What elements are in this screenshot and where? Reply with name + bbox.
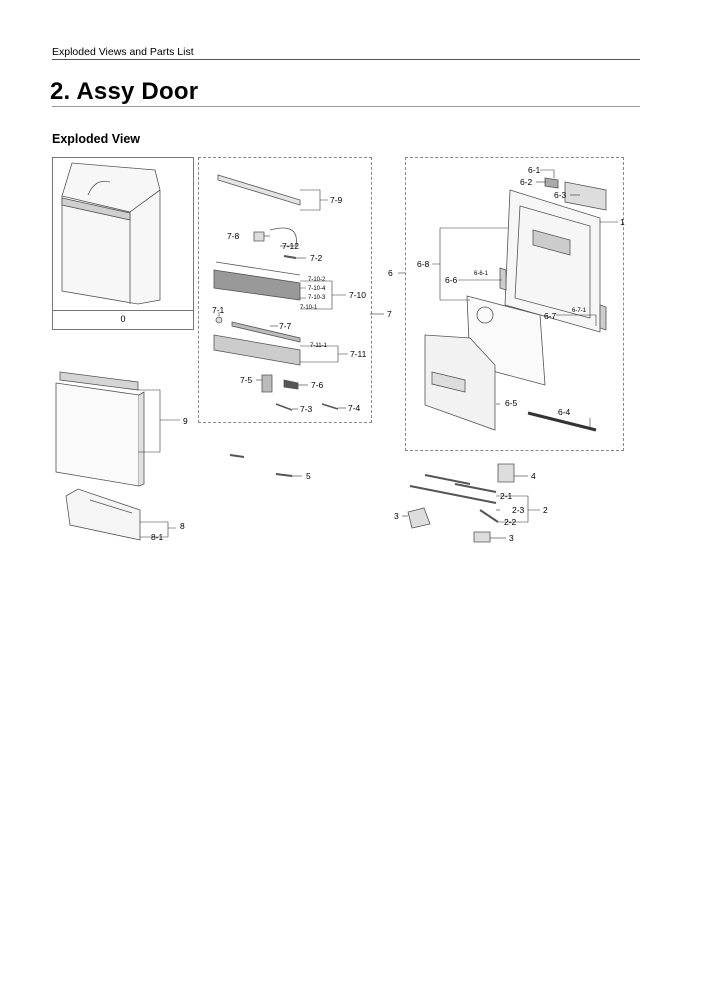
callout-9: 9 [183,416,188,426]
page-title: 2. Assy Door [50,78,199,105]
callout-7-5: 7-5 [240,375,253,385]
callout-7-8: 7-8 [227,231,240,241]
callout-7-10-3: 7-10-3 [308,295,326,301]
callout-7-10: 7-10 [349,290,367,300]
callout-7-9: 7-9 [330,195,343,205]
callout-7-12: 7-12 [282,241,300,251]
lower-panel-part-8 [65,488,141,541]
callout-6-4: 6-4 [558,407,571,417]
callout-7-10-1: 7-10-1 [300,305,318,311]
callout-6-7: 6-7 [544,311,557,321]
door-panel-part-9 [55,371,145,487]
group-7-frame [198,157,372,423]
callout-6-6: 6-6 [445,275,458,285]
header-rule [52,59,640,60]
callout-7-4: 7-4 [348,403,361,413]
callout-6-2: 6-2 [520,177,533,187]
section-subtitle: Exploded View [52,132,140,146]
callout-7-1: 7-1 [212,305,225,315]
section-header: Exploded Views and Parts List [52,46,194,58]
rail-parts-2-3-4 [407,463,515,543]
group-7-parts [213,174,339,411]
callout-7: 7 [387,309,392,319]
callout-7-11-1: 7-11-1 [310,343,327,349]
callout-7-10-2: 7-10-2 [308,277,326,283]
callout-8-1: 8-1 [151,532,164,542]
callout-6-6-1: 6-6-1 [474,271,489,277]
callout-2-2: 2-2 [504,517,517,527]
overview-separator [53,310,193,311]
title-rule [52,106,640,107]
dishwasher-part-0 [61,162,161,305]
callout-7-3: 7-3 [300,404,313,414]
callout-6-8: 6-8 [417,259,430,269]
callout-8: 8 [180,521,185,531]
callout-0: 0 [120,314,126,324]
callout-7-10-4: 7-10-4 [308,286,326,292]
hinge-part-5 [229,454,293,477]
callout-6-3: 6-3 [554,190,567,200]
callout-4: 4 [531,471,536,481]
callout-2: 2 [543,505,548,515]
callout-3-left: 3 [394,511,399,521]
callout-7-2: 7-2 [310,253,323,263]
callout-6-1: 6-1 [528,165,541,175]
callout-2-1: 2-1 [500,491,513,501]
group-6-parts [424,177,607,432]
callout-7-6: 7-6 [311,380,324,390]
callout-1: 1 [620,217,625,227]
callout-6: 6 [388,268,393,278]
callout-3-right: 3 [509,533,514,543]
callout-5: 5 [306,471,311,481]
group-6-frame [405,157,624,451]
assembly-overview-box: 0 [52,157,194,330]
callout-7-7: 7-7 [279,321,292,331]
callout-6-5: 6-5 [505,398,518,408]
callout-6-7-1: 6-7-1 [572,308,587,314]
callout-2-3: 2-3 [512,505,525,515]
callout-7-11: 7-11 [350,349,367,359]
